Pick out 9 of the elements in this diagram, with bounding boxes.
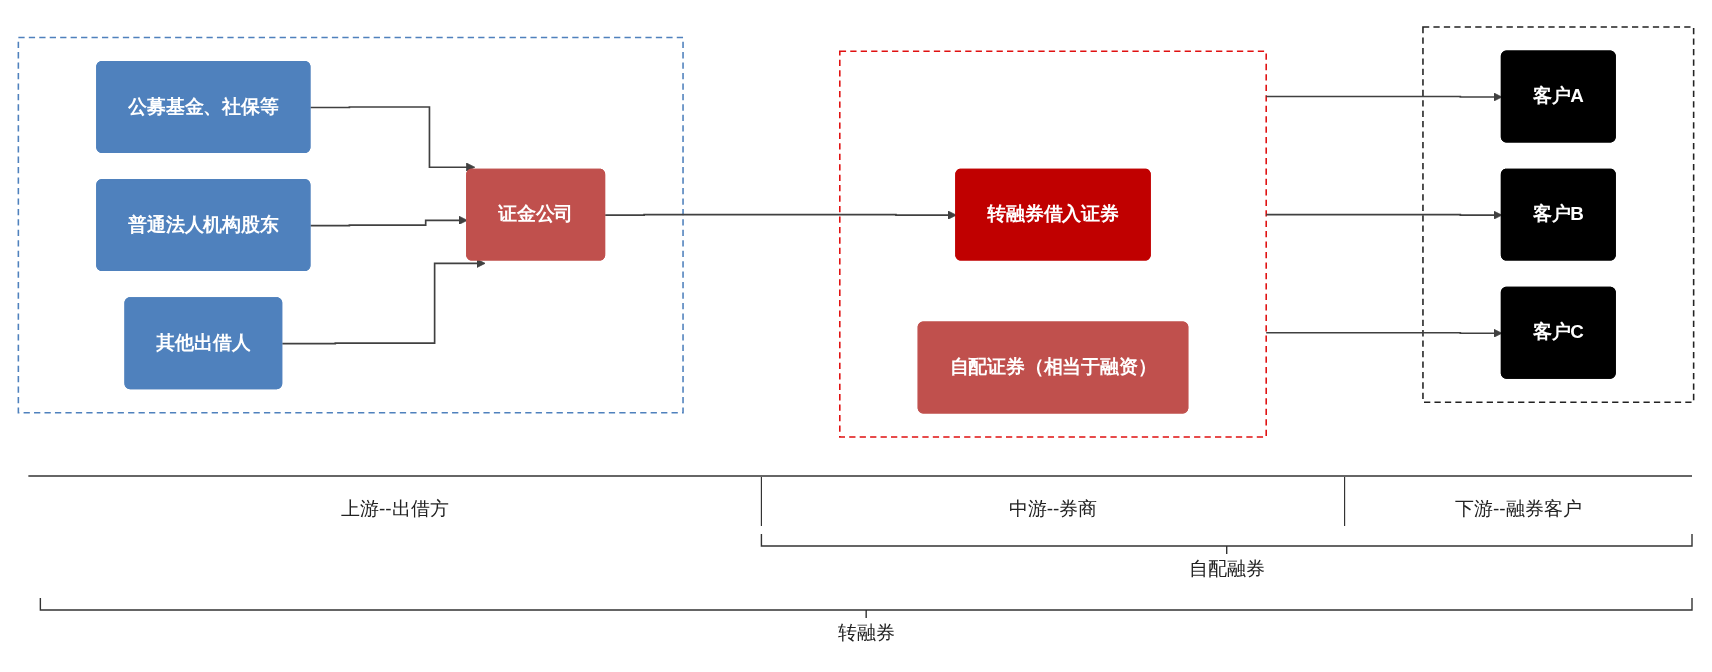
region-label: 上游--出借方 — [341, 498, 449, 520]
region-label: 下游--融券客户 — [1454, 498, 1582, 520]
bracket-label: 自配融券 — [1188, 558, 1265, 580]
arrow — [309, 106, 476, 172]
bracket-label: 转融券 — [837, 622, 895, 644]
cluster — [839, 50, 1267, 438]
cluster — [1422, 26, 1695, 403]
cluster — [17, 36, 684, 414]
region-label: 中游--券商 — [1008, 498, 1098, 520]
